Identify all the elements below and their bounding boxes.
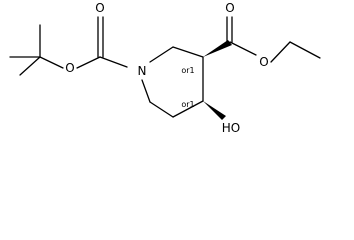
bond-carbonyl-carbon-to-nitrogen: [99, 56, 128, 68]
atom-label-boc-carbonyl-oxygen: O: [95, 1, 104, 15]
bond-tbu-to-oxygen: [39, 56, 64, 69]
ethyl-ester-group: [203, 16, 321, 63]
piperidine-ring: [141, 46, 204, 118]
bond-ester-oxygen-to-ch2: [270, 41, 291, 63]
atom-label-ester-ether-oxygen: O: [259, 55, 268, 69]
wedge-bond-c4-hydroxyl: [203, 101, 226, 120]
bond-c4-c5: [172, 100, 204, 118]
wedge-bond-c3-carbonyl: [203, 40, 232, 57]
atom-label-boc-ether-oxygen: O: [65, 61, 74, 75]
atom-label-hydroxyl: HO: [222, 121, 240, 135]
bond-c2-c3: [172, 46, 204, 58]
atom-label-ester-carbonyl-oxygen: O: [225, 1, 234, 15]
bond-carbonyl-to-ester-oxygen: [229, 41, 257, 56]
atom-label-ring-nitrogen: N: [138, 64, 147, 78]
stereo-label-c3: or1: [181, 66, 194, 75]
stereo-label-c4: or1: [181, 100, 194, 109]
boc-carbamate-group: [76, 16, 128, 69]
tert-butyl-group: [9, 24, 64, 76]
bond-c5-c6: [149, 101, 174, 118]
bond-n1-c2: [149, 46, 174, 63]
bond-c6-n1: [141, 79, 151, 103]
bond-tbu-methyl-bottom: [19, 56, 41, 76]
molecule-structure: O O N O O HO or1 or1: [9, 1, 321, 135]
bond-ch2-to-ch3: [289, 41, 321, 59]
bond-oxygen-to-carbonyl-carbon: [76, 56, 101, 69]
